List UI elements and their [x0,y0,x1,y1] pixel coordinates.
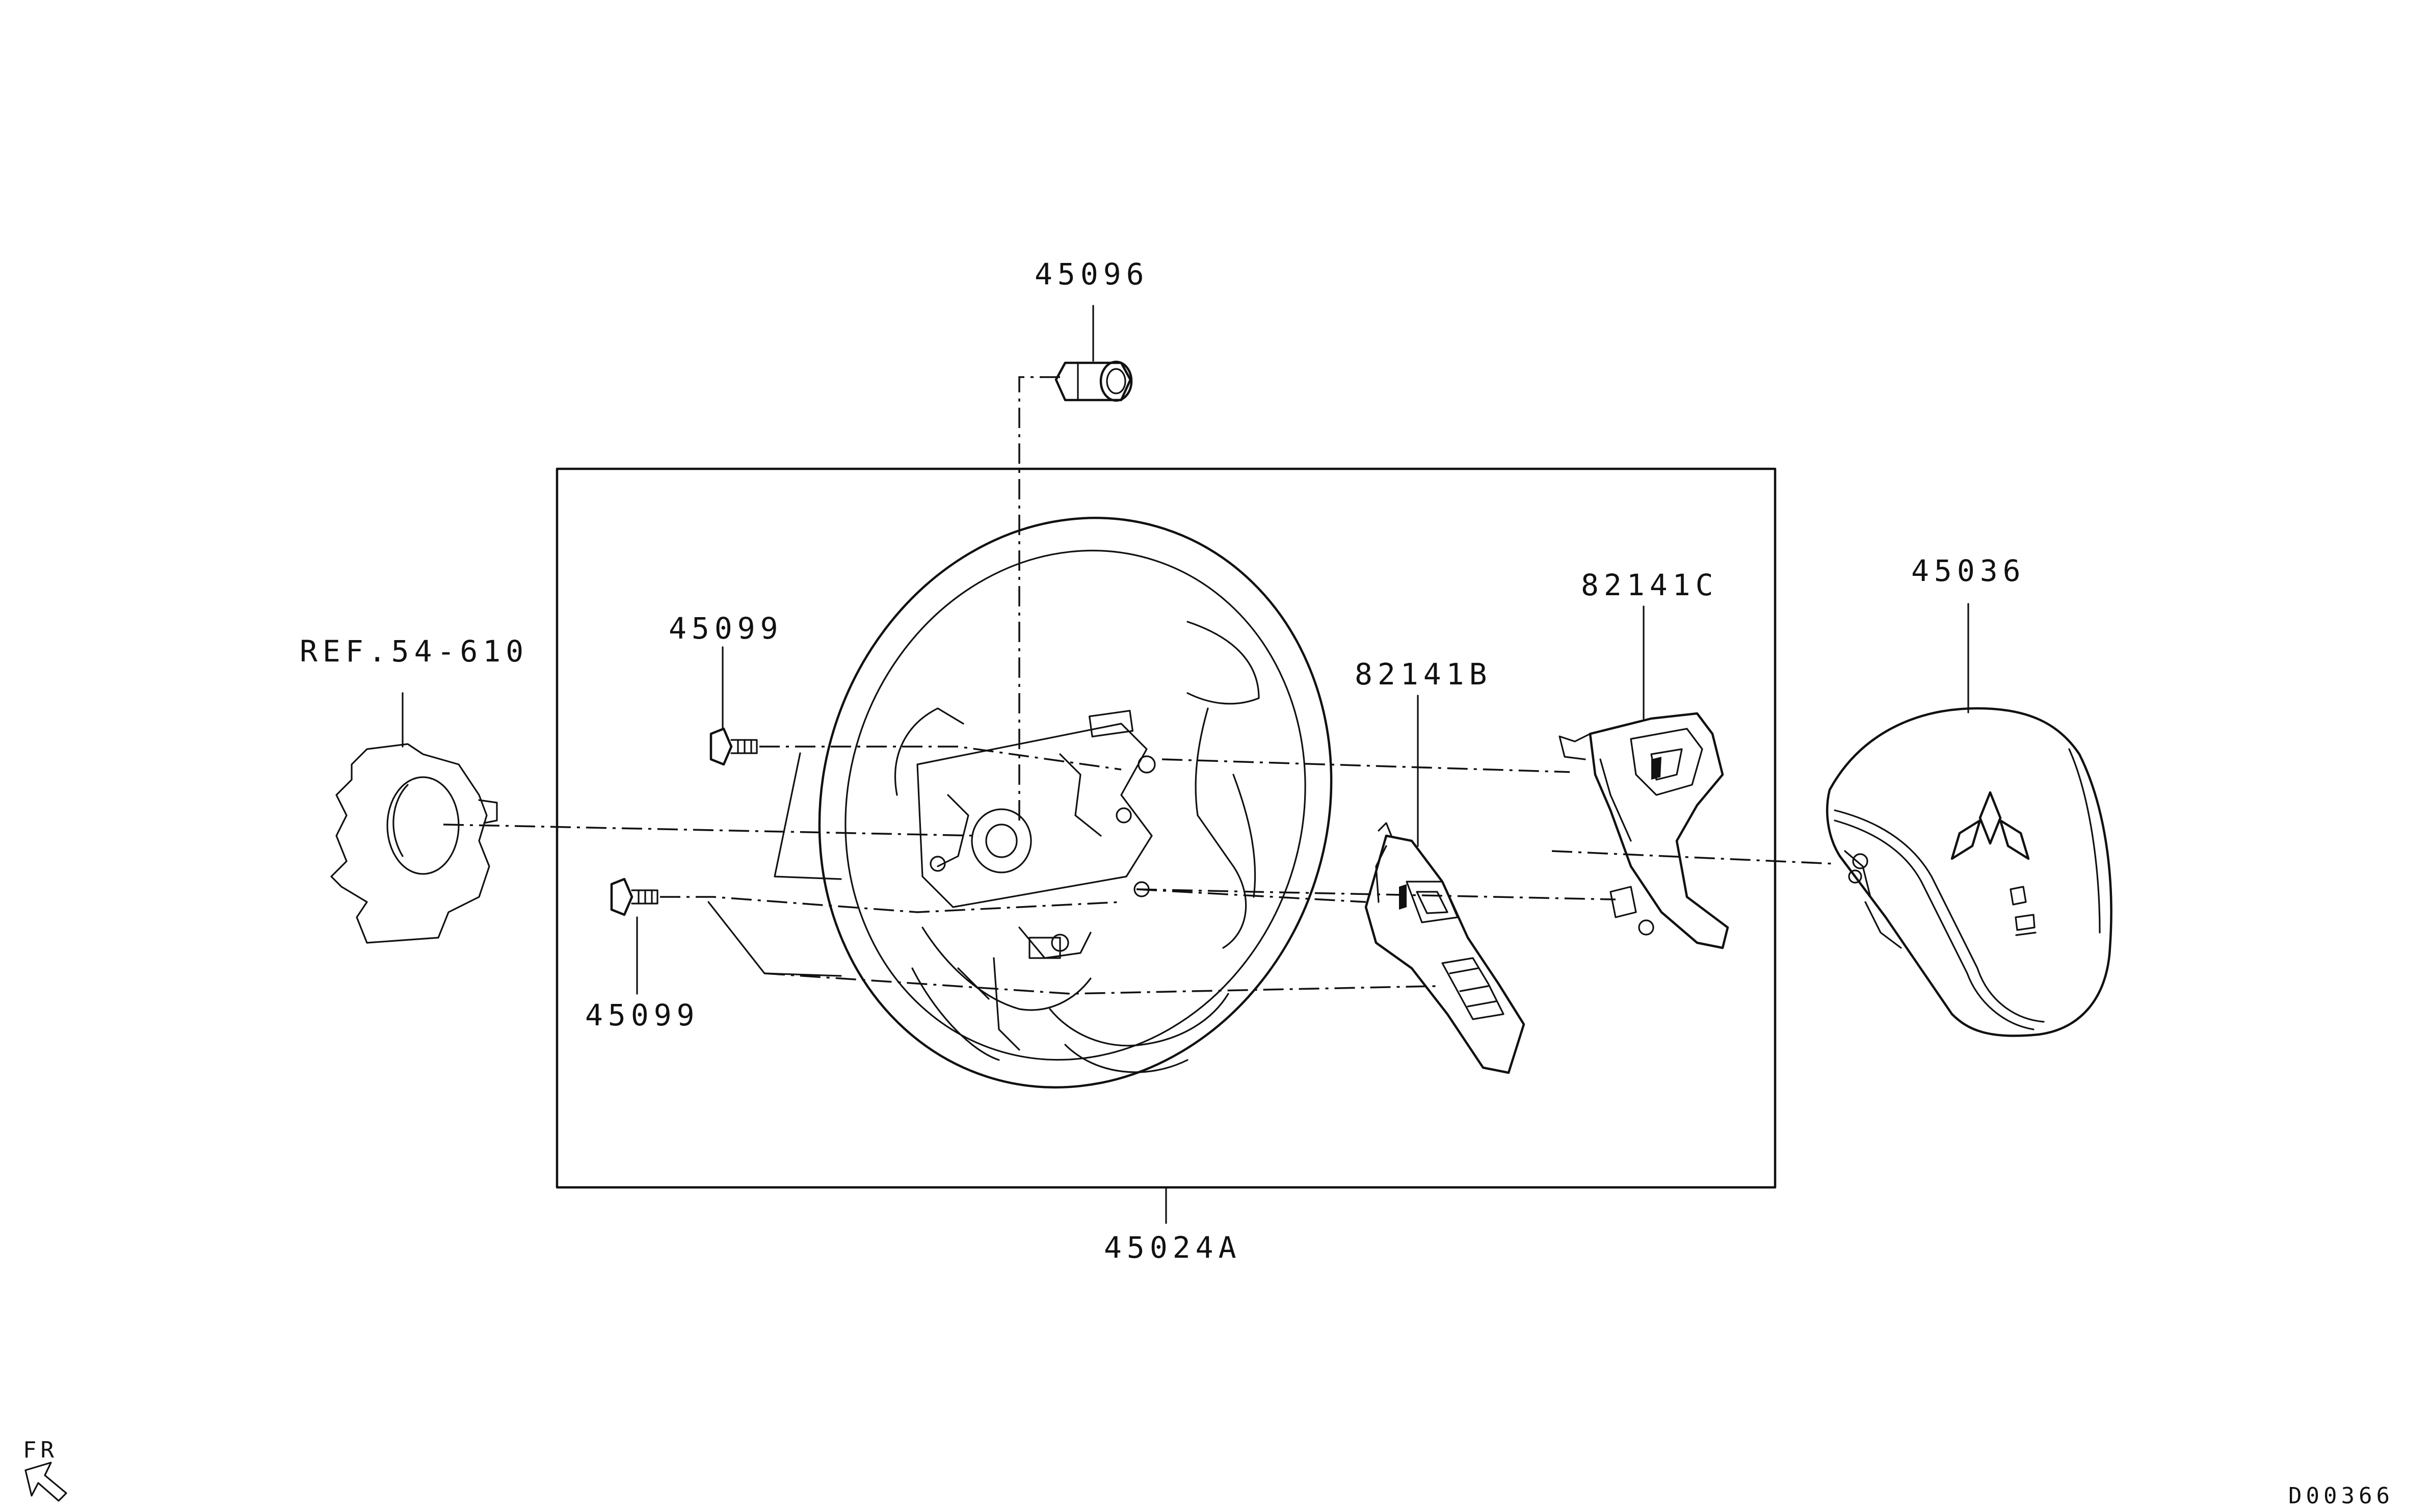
front-indicator-label: FR [23,1437,58,1463]
bracket-bolt-upper [774,752,842,880]
centerline-bolt-lower-2 [764,972,1438,995]
airbag-module [1826,707,2112,1037]
arrow-icon [24,1462,67,1502]
centerline-switch-left [1136,888,1366,903]
centerline-bolt-upper [759,746,1122,771]
label-bolt-upper: 45099 [669,611,783,646]
centerline-bolt-lower [660,896,1122,913]
clock-spring [330,743,498,944]
label-airbag: 45036 [1911,553,2026,588]
centerline-clock-spring [443,824,979,837]
centerline-switch-right-upper [1161,758,1570,773]
three-diamond-logo-icon [1950,791,2030,860]
srs-airbag-mark-icon [2010,886,2037,936]
centerline-airbag [1551,850,1835,865]
switch-left [1364,822,1525,1074]
label-switch-left: 82141B [1355,657,1492,692]
bracket-bolt-lower [707,901,842,977]
centerline-switch-right-lower [1136,888,1616,900]
label-steering-wheel: 45024A [1104,1230,1242,1265]
nut-part [1054,360,1133,402]
centerline-nut [1018,376,1060,826]
bolt-lower [610,878,658,916]
steering-wheel [818,517,1333,1089]
label-clock-spring: REF.54-610 [300,634,529,669]
switch-right [1559,712,1729,949]
bolt-upper [709,727,758,766]
diagram-code: D00366 [2288,1483,2394,1509]
label-nut: 45096 [1035,257,1149,291]
label-bolt-lower: 45099 [585,998,700,1032]
label-switch-right: 82141C [1581,568,1719,602]
